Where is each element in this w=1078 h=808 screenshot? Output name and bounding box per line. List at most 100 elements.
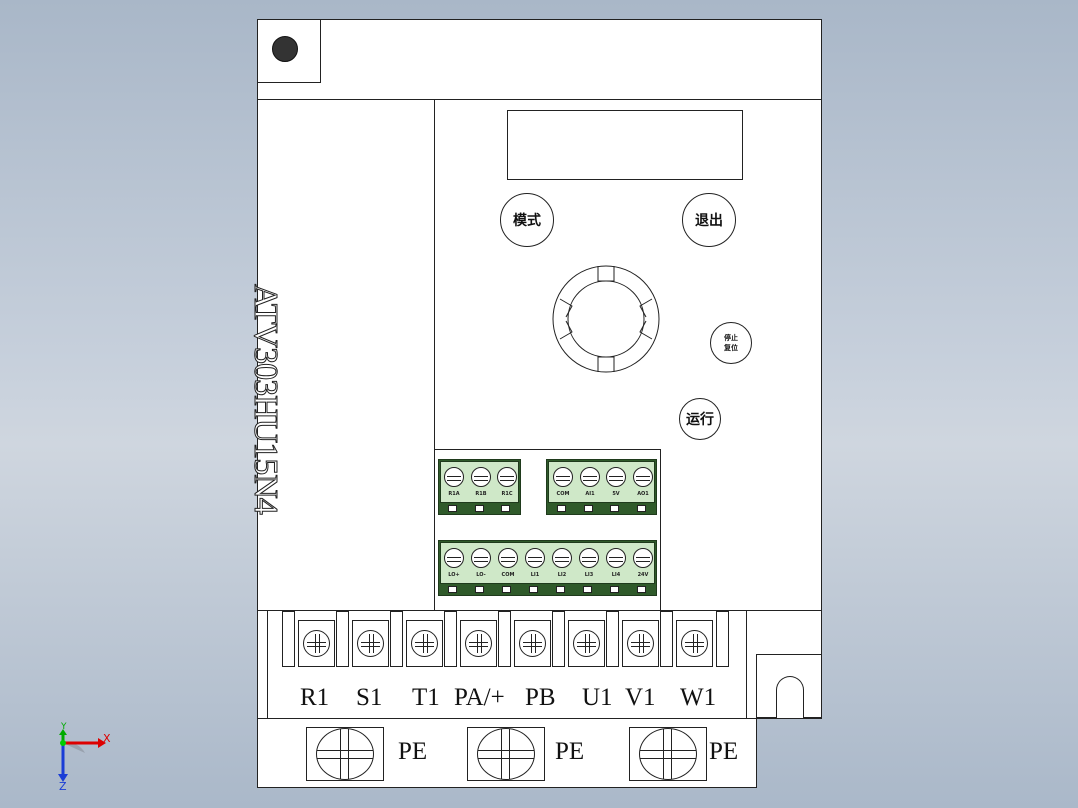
terminal-rib (660, 611, 673, 667)
relay-terminal-block: R1A R1B R1C (438, 459, 521, 515)
terminal-label: R1A (448, 491, 460, 497)
reset-label: 复位 (724, 344, 738, 352)
terminal-slot (502, 586, 511, 593)
terminal-rib (444, 611, 457, 667)
power-terminal-screw[interactable] (622, 620, 659, 667)
terminal-slot (448, 505, 457, 512)
analog-terminal-block: COM AI1 5V AO1 (546, 459, 657, 515)
terminal-label: AI1 (585, 491, 595, 497)
terminal-label: 24V (637, 572, 649, 578)
logic-terminal-panel: LO+ LO- COM LI1 LI2 LI3 LI4 24V (440, 542, 655, 584)
axis-y-label: Y (61, 722, 67, 732)
axis-z-label: Z (59, 780, 67, 793)
terminal-screw-icon[interactable] (471, 467, 491, 487)
ground-label: PE (555, 738, 585, 765)
terminal-slot (637, 586, 646, 593)
power-terminal-screw[interactable] (676, 620, 713, 667)
terminal-slot (637, 505, 646, 512)
power-label-u1: U1 (582, 684, 613, 711)
terminal-rib (336, 611, 349, 667)
terminal-screw-icon[interactable] (497, 467, 517, 487)
terminal-screw-icon[interactable] (633, 548, 653, 568)
power-label-pa: PA/+ (454, 684, 505, 711)
terminal-rib (498, 611, 511, 667)
exit-button-label: 退出 (695, 213, 723, 229)
mode-button[interactable]: 模式 (500, 193, 554, 247)
power-terminal-strip (267, 610, 268, 718)
run-button[interactable]: 运行 (679, 398, 721, 440)
terminal-screw-icon[interactable] (552, 548, 572, 568)
analog-terminal-panel: COM AI1 5V AO1 (548, 461, 655, 503)
axis-triad: X Y Z (40, 722, 120, 798)
ground-terminal[interactable] (629, 727, 707, 781)
terminal-label: LI1 (530, 572, 540, 578)
power-section-divider (257, 610, 822, 611)
screw-icon (639, 728, 697, 780)
power-terminal-screw[interactable] (406, 620, 443, 667)
jog-dial[interactable] (552, 265, 660, 373)
axis-triad-icon (58, 729, 106, 782)
exit-button[interactable]: 退出 (682, 193, 736, 247)
stop-reset-button[interactable]: 停止 复位 (710, 322, 752, 364)
terminal-slot (475, 586, 484, 593)
terminal-label: R1C (501, 491, 513, 497)
terminal-label: AO1 (637, 491, 649, 497)
ground-terminal[interactable] (467, 727, 545, 781)
terminal-slot (529, 586, 538, 593)
screw-icon (357, 630, 384, 657)
screw-icon (303, 630, 330, 657)
terminal-slot (584, 505, 593, 512)
power-terminal-screw[interactable] (352, 620, 389, 667)
power-label-t1: T1 (412, 684, 440, 711)
left-column-divider (434, 99, 435, 611)
top-divider (257, 99, 822, 100)
terminal-label: COM (501, 572, 515, 578)
terminal-screw-icon[interactable] (580, 467, 600, 487)
terminal-rib (390, 611, 403, 667)
terminal-screw-icon[interactable] (444, 548, 464, 568)
screw-icon (316, 728, 374, 780)
terminal-label: R1B (475, 491, 487, 497)
power-label-pb: PB (525, 684, 556, 711)
terminal-screw-icon[interactable] (606, 548, 626, 568)
terminal-screw-icon[interactable] (444, 467, 464, 487)
mounting-hole-icon (272, 36, 298, 62)
logic-terminal-block: LO+ LO- COM LI1 LI2 LI3 LI4 24V (438, 540, 657, 596)
terminal-slot (583, 586, 592, 593)
terminal-screw-icon[interactable] (498, 548, 518, 568)
power-label-w1: W1 (680, 684, 717, 711)
terminal-label: LI4 (611, 572, 621, 578)
terminal-screw-icon[interactable] (579, 548, 599, 568)
terminal-slot (501, 505, 510, 512)
power-terminal-screw[interactable] (568, 620, 605, 667)
terminal-screw-icon[interactable] (525, 548, 545, 568)
terminal-screw-icon[interactable] (553, 467, 573, 487)
power-label-v1: V1 (625, 684, 656, 711)
terminal-slot (610, 505, 619, 512)
terminal-label: 5V (612, 491, 620, 497)
terminal-rib (716, 611, 729, 667)
screw-icon (627, 630, 654, 657)
mounting-slot-icon (776, 676, 804, 718)
terminal-screw-icon[interactable] (633, 467, 653, 487)
run-button-label: 运行 (686, 412, 714, 428)
power-terminal-screw[interactable] (460, 620, 497, 667)
terminal-rib (282, 611, 295, 667)
terminal-screw-icon[interactable] (606, 467, 626, 487)
terminal-label: LO- (476, 572, 486, 578)
terminal-slot (475, 505, 484, 512)
terminal-label: LO+ (448, 572, 460, 578)
ground-label: PE (709, 738, 739, 765)
jog-dial-icon (552, 265, 660, 373)
terminal-screw-icon[interactable] (471, 548, 491, 568)
power-terminal-screw[interactable] (298, 620, 335, 667)
display-window (507, 110, 743, 180)
terminal-slot (557, 505, 566, 512)
mode-button-label: 模式 (513, 213, 541, 229)
screw-icon (519, 630, 546, 657)
relay-terminal-panel: R1A R1B R1C (440, 461, 519, 503)
power-terminal-screw[interactable] (514, 620, 551, 667)
terminal-rib (606, 611, 619, 667)
ground-terminal[interactable] (306, 727, 384, 781)
terminal-label: COM (556, 491, 570, 497)
